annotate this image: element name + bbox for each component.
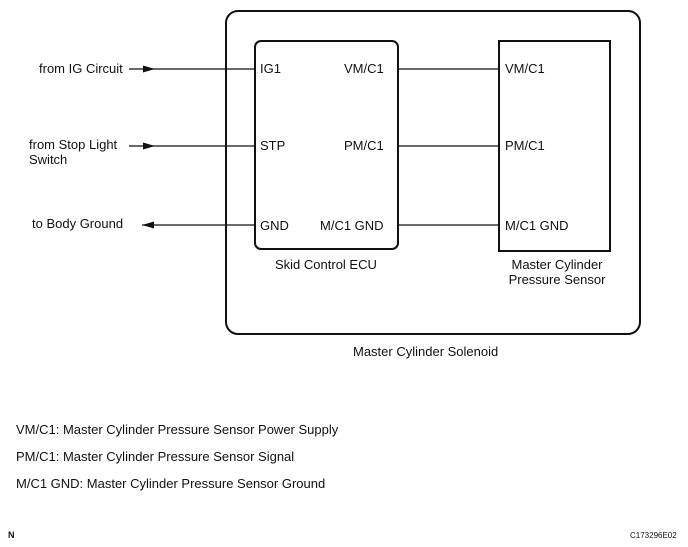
sensor-label-2: Pressure Sensor	[508, 272, 606, 287]
label-stop-light-2: Switch	[29, 152, 68, 167]
ecu-pin-vmc1: VM/C1	[344, 61, 384, 76]
figure-code: C173296E02	[630, 531, 677, 540]
sensor-label-1: Master Cylinder	[511, 257, 603, 272]
arrow-stp	[143, 142, 155, 150]
label-body-ground: to Body Ground	[32, 216, 124, 231]
sensor-pin-vmc1: VM/C1	[505, 61, 545, 76]
north-marker: N	[8, 530, 15, 540]
legend-item-mc1gnd: M/C1 GND: Master Cylinder Pressure Senso…	[16, 476, 326, 491]
ecu-box	[254, 40, 399, 250]
solenoid-box	[225, 10, 641, 335]
legend-item-pmc1: PM/C1: Master Cylinder Pressure Sensor S…	[16, 449, 295, 464]
ecu-pin-gnd: GND	[260, 218, 289, 233]
sensor-pin-pmc1: PM/C1	[505, 138, 545, 153]
legend-item-vmc1: VM/C1: Master Cylinder Pressure Sensor P…	[16, 422, 339, 437]
ecu-pin-ig1: IG1	[260, 61, 281, 76]
solenoid-label: Master Cylinder Solenoid	[353, 344, 499, 359]
label-stop-light-1: from Stop Light	[29, 137, 118, 152]
ecu-pin-pmc1: PM/C1	[344, 138, 384, 153]
arrow-ig1	[143, 65, 155, 73]
ecu-pin-mc1gnd: M/C1 GND	[320, 218, 384, 233]
ecu-label: Skid Control ECU	[275, 257, 377, 272]
sensor-pin-mc1gnd: M/C1 GND	[505, 218, 569, 233]
arrow-gnd	[142, 221, 154, 229]
ecu-pin-stp: STP	[260, 138, 286, 153]
label-ig-circuit: from IG Circuit	[39, 61, 123, 76]
